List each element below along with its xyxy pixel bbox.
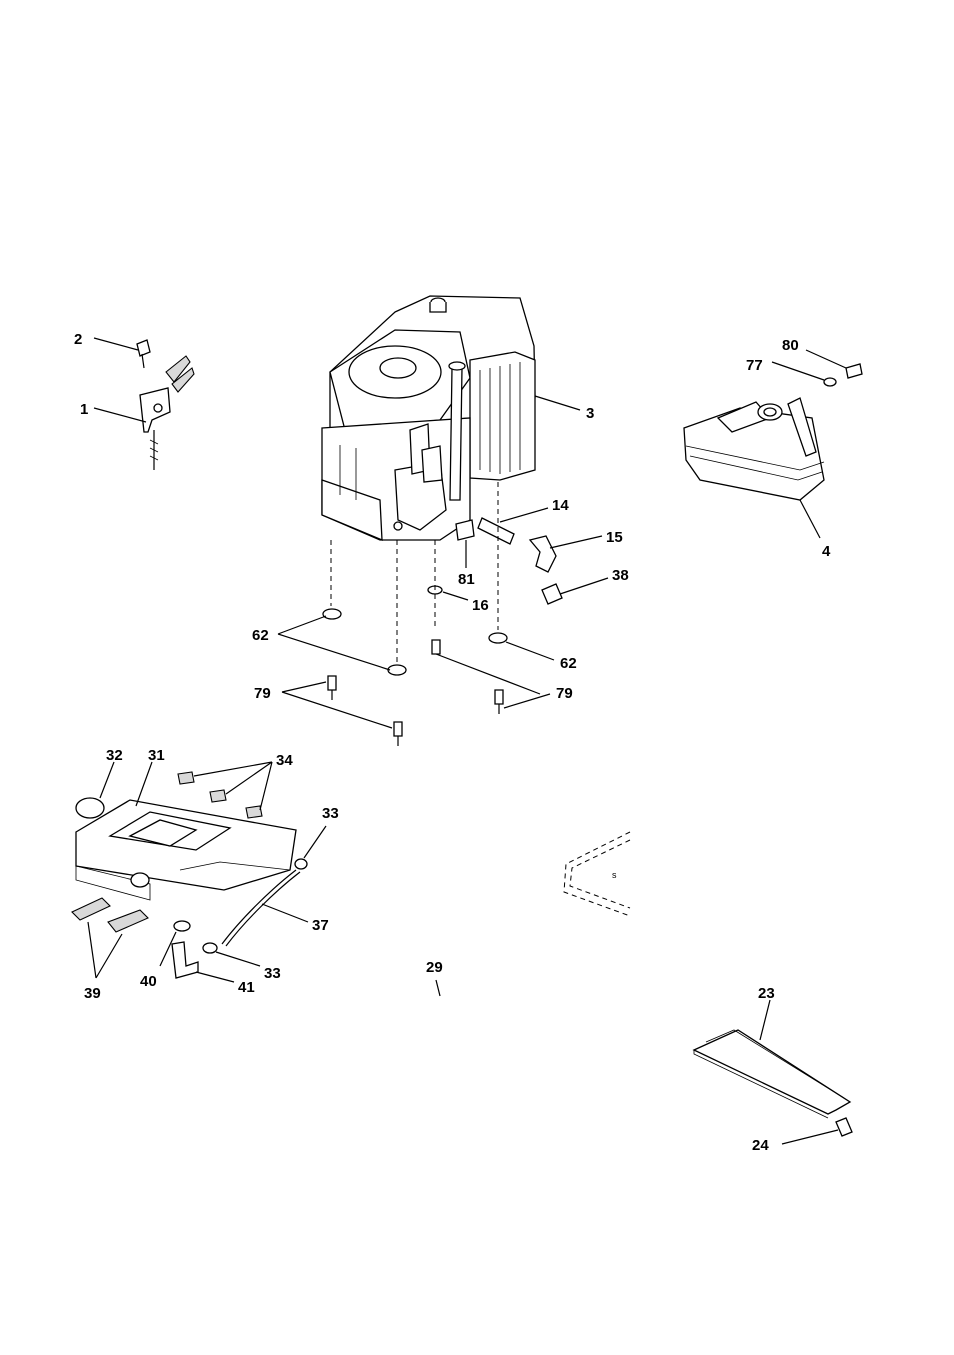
svg-text:s: s: [612, 870, 617, 880]
callout-3: 3: [586, 405, 594, 422]
callout-31: 31: [148, 747, 165, 764]
callout-14: 14: [552, 497, 569, 514]
callout-39: 39: [84, 985, 101, 1002]
callout-16: 16: [472, 597, 489, 614]
callout-79-left: 79: [254, 685, 271, 702]
callout-62-right: 62: [560, 655, 577, 672]
callout-77: 77: [746, 357, 763, 374]
throttle-callouts: 2 1: [74, 331, 146, 422]
callout-29: 29: [426, 959, 443, 976]
callout-40: 40: [140, 973, 157, 990]
callout-41: 41: [238, 979, 255, 996]
part-29: s 29: [426, 832, 630, 996]
callout-38: 38: [612, 567, 629, 584]
callout-23: 23: [758, 985, 775, 1002]
callout-2: 2: [74, 331, 82, 348]
muffler: 77 80 4: [684, 337, 862, 560]
callout-1: 1: [80, 401, 88, 418]
callout-24: 24: [752, 1137, 769, 1154]
callout-4: 4: [822, 543, 831, 560]
callout-33-top: 33: [322, 805, 339, 822]
callout-15: 15: [606, 529, 623, 546]
callout-37: 37: [312, 917, 329, 934]
throttle-control: [137, 340, 194, 470]
callout-33-bottom: 33: [264, 965, 281, 982]
shield-plate: 23 24: [694, 985, 852, 1154]
callout-34: 34: [276, 752, 293, 769]
callout-81: 81: [458, 571, 475, 588]
callout-32: 32: [106, 747, 123, 764]
callout-79-right: 79: [556, 685, 573, 702]
callout-62-left: 62: [252, 627, 269, 644]
callout-80: 80: [782, 337, 799, 354]
